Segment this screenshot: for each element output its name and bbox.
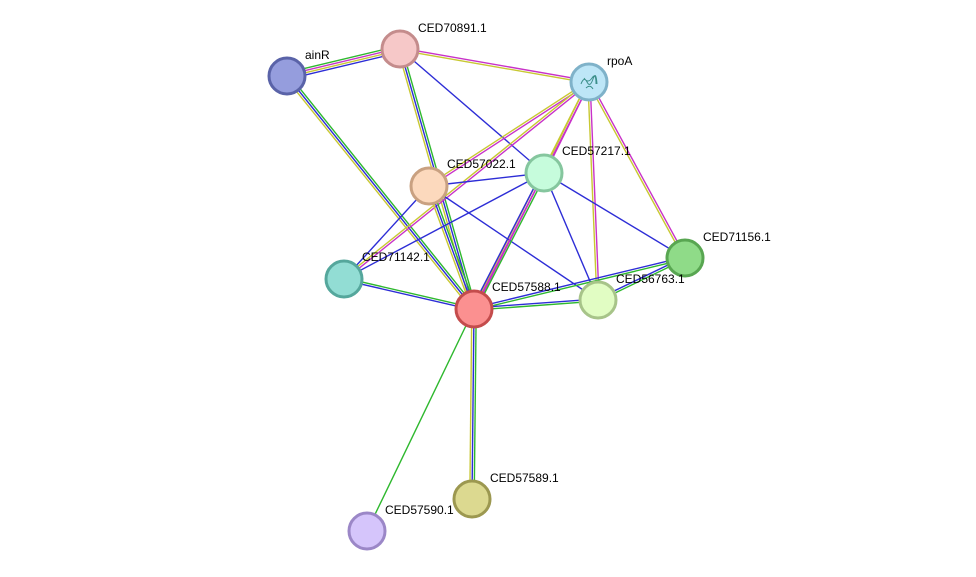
edge-CED57217.1-CED71142.1[interactable] xyxy=(343,172,545,280)
node-circle[interactable] xyxy=(347,511,387,551)
node-circle[interactable] xyxy=(454,289,494,329)
nodes-layer: ainR CED70891.1 rpoA CED57022.1 CED57217.1CE… xyxy=(267,21,771,551)
edge-line-coexpression xyxy=(287,51,401,80)
edge-line-coexpression xyxy=(428,185,475,310)
edge-CED57217.1-CED56763.1[interactable] xyxy=(543,172,599,301)
node-CED71142.1[interactable]: CED71142.1 xyxy=(324,250,430,299)
edge-line-textmining xyxy=(399,49,589,84)
edge-line-experiments xyxy=(400,47,590,82)
node-rpoA[interactable]: rpoA xyxy=(569,54,632,102)
node-label: rpoA xyxy=(607,54,632,68)
edge-CED57588.1-CED57590.1[interactable] xyxy=(366,308,475,532)
edge-line-textmining xyxy=(469,308,473,499)
edge-line-coexpression xyxy=(471,171,543,309)
edge-ainR-CED57588.1[interactable] xyxy=(284,74,477,311)
node-circle[interactable] xyxy=(578,280,618,320)
node-CED70891.1[interactable]: CED70891.1 xyxy=(380,21,487,69)
edge-line-textmining xyxy=(342,80,589,279)
edge-line-experiments xyxy=(429,82,590,188)
edge-rpoA-CED56763.1[interactable] xyxy=(587,81,600,301)
node-label: CED71156.1 xyxy=(703,230,771,244)
node-circle[interactable] xyxy=(267,56,307,96)
edge-line-coexpression xyxy=(286,75,475,310)
node-label: CED57588.1 xyxy=(492,280,561,294)
edge-line-database xyxy=(473,309,477,500)
edge-CED70891.1-CED57217.1[interactable] xyxy=(399,48,545,174)
node-circle[interactable] xyxy=(452,479,492,519)
edge-CED71156.1-CED57588.1[interactable] xyxy=(473,256,686,311)
node-label: CED57590.1 xyxy=(385,503,454,517)
edge-CED70891.1-rpoA[interactable] xyxy=(399,47,590,84)
node-label: CED57589.1 xyxy=(490,471,559,485)
node-CED57589.1[interactable]: CED57589.1 xyxy=(452,471,559,519)
edge-line-experiments xyxy=(589,81,687,258)
edge-CED57217.1-CED71156.1[interactable] xyxy=(543,172,686,259)
edge-line-textmining xyxy=(587,82,685,259)
edge-line-database xyxy=(430,185,477,309)
edge-line-coexpression xyxy=(543,172,599,301)
edge-line-database xyxy=(286,45,400,74)
edge-line-database xyxy=(474,258,686,311)
edge-line-textmining xyxy=(284,76,473,311)
node-CED57022.1[interactable]: CED57022.1 xyxy=(409,157,516,206)
node-circle[interactable] xyxy=(380,29,420,69)
edge-line-coexpression xyxy=(471,308,475,500)
protein-structure-icon xyxy=(580,74,598,90)
edge-line-textmining xyxy=(426,186,473,310)
edge-CED57022.1-CED71142.1[interactable] xyxy=(343,185,430,280)
edge-CED56763.1-CED57588.1[interactable] xyxy=(473,298,599,311)
edge-line-coexpression xyxy=(543,172,686,259)
edge-line-experiments xyxy=(473,172,545,310)
edge-line-coexpression xyxy=(343,185,430,280)
edge-rpoA-CED57022.1[interactable] xyxy=(428,80,590,188)
edge-CED57022.1-CED56763.1[interactable] xyxy=(428,185,599,301)
edge-line-database xyxy=(366,308,475,532)
edge-line-coexpression xyxy=(343,279,474,311)
edge-line-database xyxy=(474,300,599,311)
node-label: ainR xyxy=(305,48,330,62)
node-label: CED57022.1 xyxy=(447,157,516,171)
node-ainR[interactable]: ainR xyxy=(267,48,330,96)
edge-line-experiments xyxy=(589,81,600,300)
node-label: CED57217.1 xyxy=(562,144,631,158)
node-CED57217.1[interactable]: CED57217.1 xyxy=(524,144,631,193)
node-circle[interactable] xyxy=(569,62,609,102)
edge-line-database xyxy=(344,277,475,309)
edge-CED57588.1-CED57589.1[interactable] xyxy=(469,308,477,500)
node-circle[interactable] xyxy=(409,166,449,206)
edge-CED71142.1-CED57588.1[interactable] xyxy=(343,277,475,311)
node-label: CED70891.1 xyxy=(418,21,487,35)
node-CED57590.1[interactable]: CED57590.1 xyxy=(347,503,454,551)
edge-line-coexpression xyxy=(399,48,545,174)
node-label: CED71142.1 xyxy=(362,250,430,264)
node-CED56763.1[interactable]: CED56763.1 xyxy=(578,272,685,320)
node-label: CED56763.1 xyxy=(616,272,685,286)
edge-line-textmining xyxy=(428,80,589,186)
node-CED57588.1[interactable]: CED57588.1 xyxy=(454,280,561,329)
edge-line-coexpression xyxy=(428,185,599,301)
edge-CED57022.1-CED57588.1[interactable] xyxy=(426,185,477,310)
edge-line-database xyxy=(288,74,477,309)
node-circle[interactable] xyxy=(324,259,364,299)
edge-rpoA-CED71156.1[interactable] xyxy=(587,81,687,259)
node-CED71156.1[interactable]: CED71156.1 xyxy=(665,230,771,278)
edge-line-textmining xyxy=(587,82,598,301)
node-circle[interactable] xyxy=(665,238,705,278)
node-circle[interactable] xyxy=(524,153,564,193)
edge-CED57217.1-CED57588.1[interactable] xyxy=(471,171,547,311)
edge-line-coexpression xyxy=(473,298,598,309)
edge-line-database xyxy=(475,173,547,311)
edge-line-coexpression xyxy=(343,172,545,280)
edge-line-coexpression xyxy=(473,256,685,309)
